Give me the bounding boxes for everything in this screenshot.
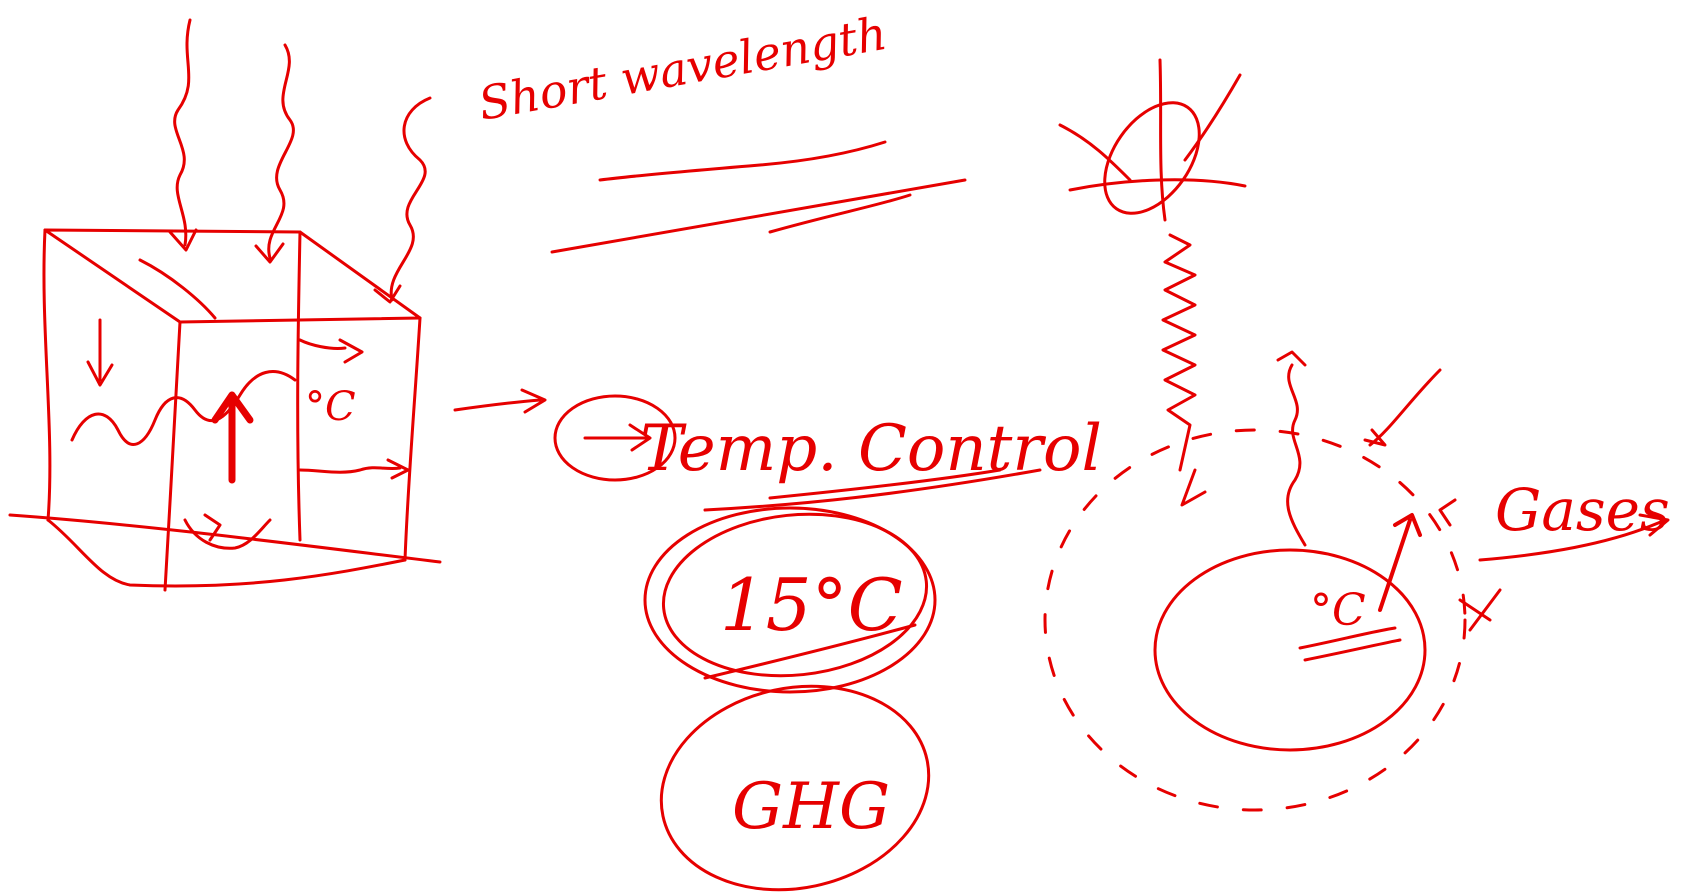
incoming-arrowhead [1180,468,1207,507]
greenhouse-temp-unit: °C [305,384,356,430]
ghg-bubble: GHG [659,684,931,892]
earth-globe-icon: °C [1153,513,1427,752]
flow-arrow [453,388,547,414]
arrow-in-circle [583,423,652,452]
gases-annotation: Gases [1363,368,1670,632]
outgoing-radiation [1276,350,1307,547]
earth-temp-unit: °C [1310,585,1366,636]
underline-title [703,468,1042,512]
underline-double [550,178,967,254]
temperature-value: 15°C [720,563,903,647]
temp-control-title: Temp. Control [640,412,1102,486]
incoming-radiation [1161,233,1197,472]
atmosphere-layer [1043,428,1467,812]
underline-short-wavelength [598,140,887,182]
temp-control-group: Temp. Control [553,394,1102,512]
gases-label: Gases [1495,476,1670,544]
sun-icon [1058,58,1247,222]
ghg-label: GHG [732,770,890,844]
short-wavelength-label: Short wavelength [475,6,891,131]
greenhouse-box-icon: °C [8,18,442,592]
temperature-bubble: 15°C [643,506,937,694]
circled-arrow [553,394,677,482]
